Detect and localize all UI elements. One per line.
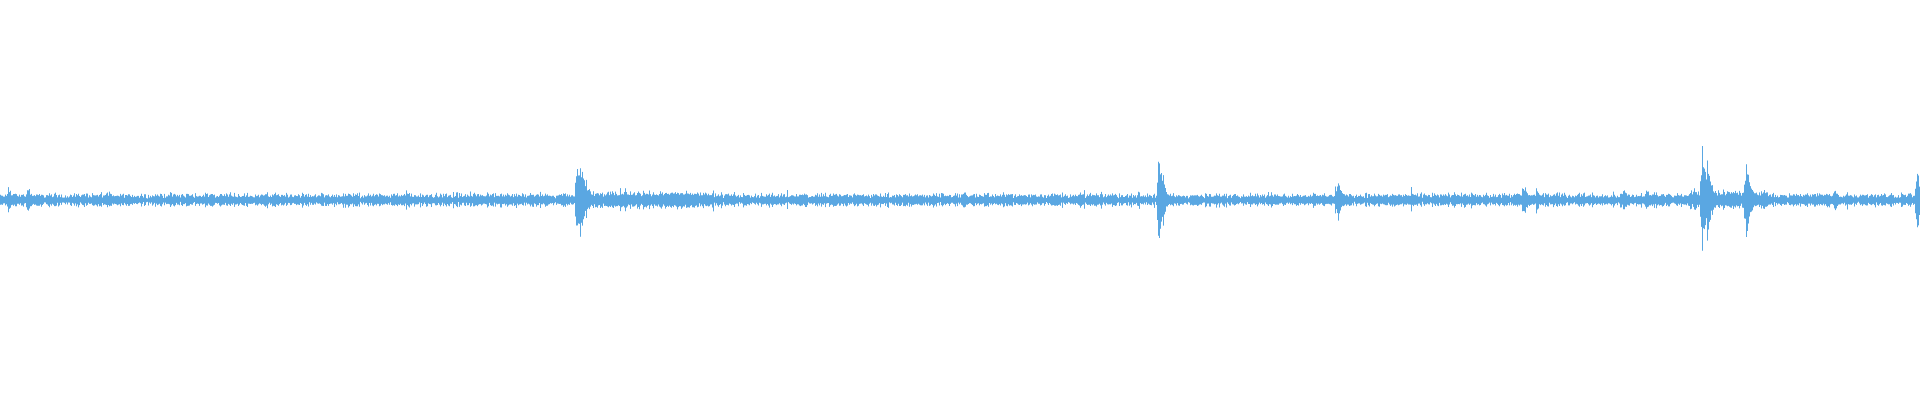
waveform-bars [0,145,1920,251]
waveform-signal [0,145,1920,251]
